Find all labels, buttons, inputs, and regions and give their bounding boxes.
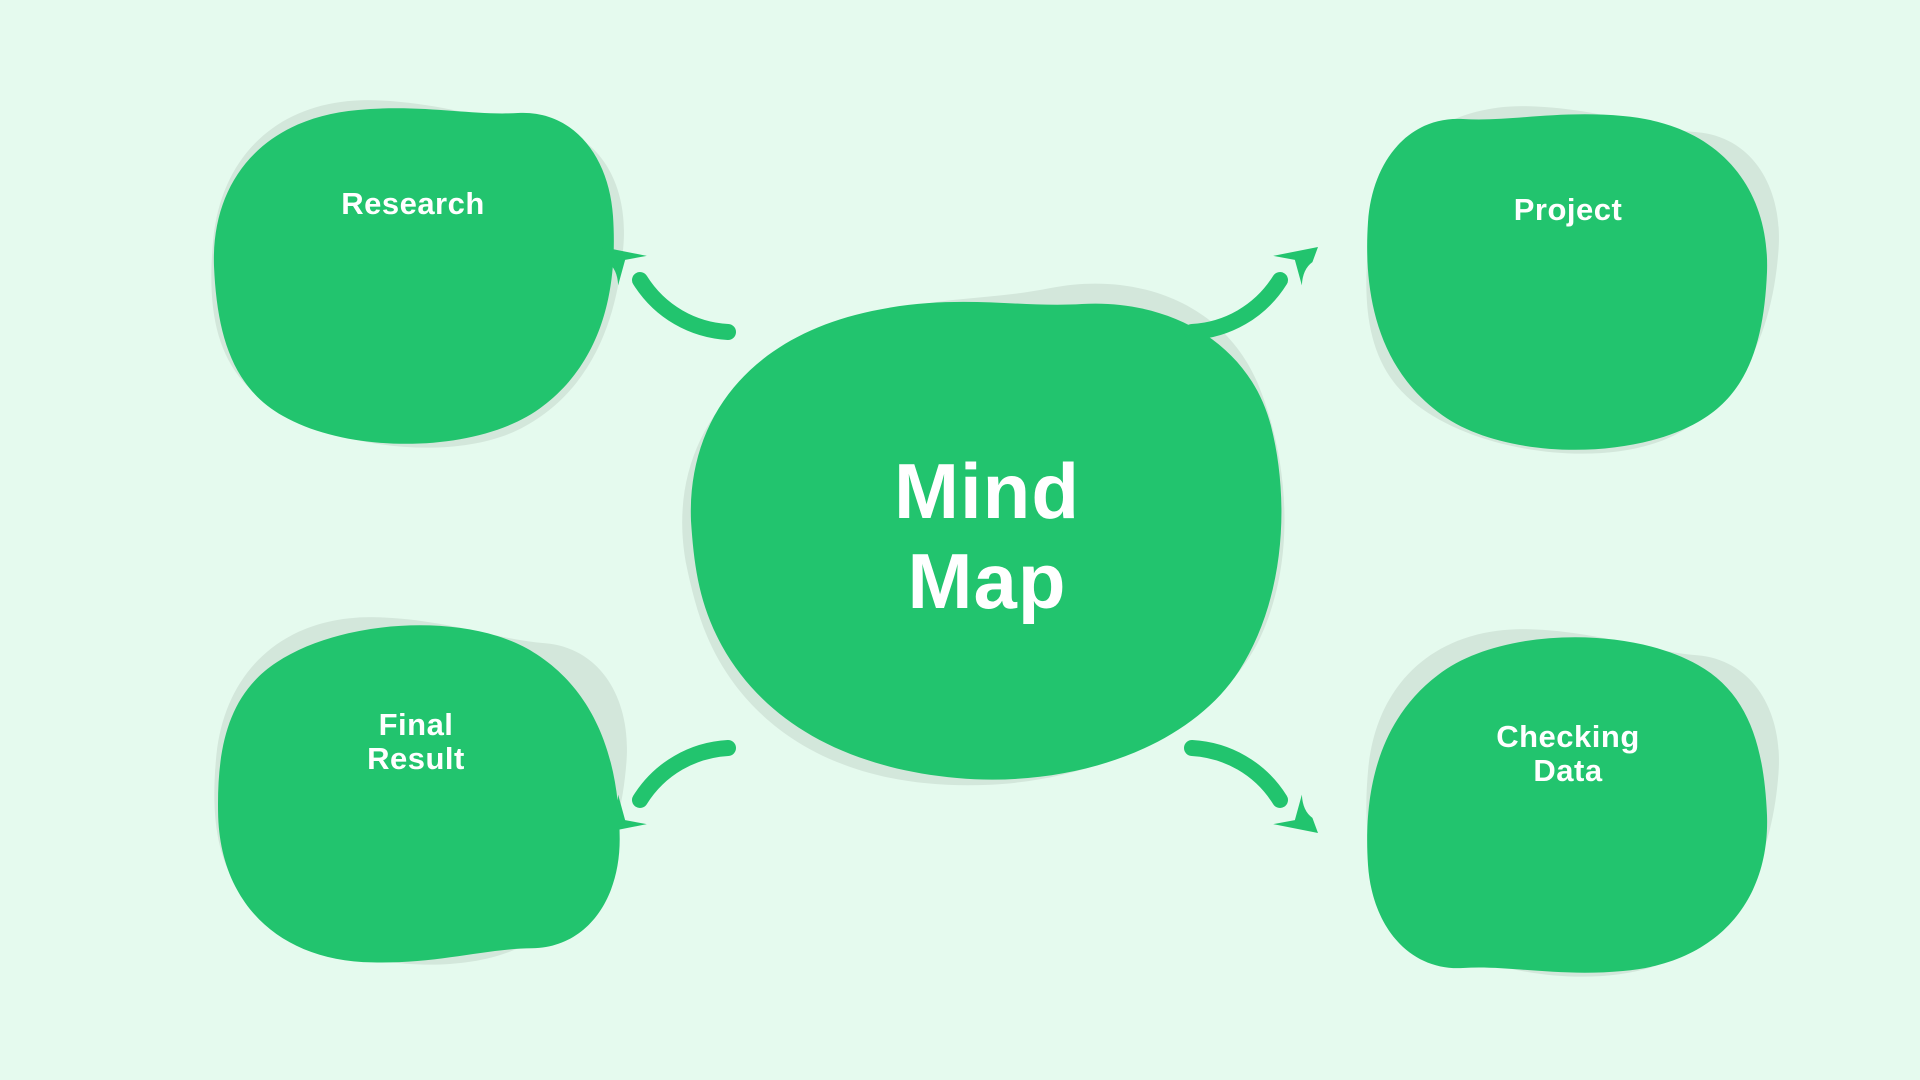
final-result-label-line1: Final: [379, 707, 454, 742]
research-label: Research: [341, 186, 485, 221]
project-blob: [1367, 114, 1768, 450]
mind-map-label-line2: Map: [908, 537, 1067, 625]
final-result-label-line2: Result: [367, 741, 465, 776]
checking-data-blob: [1367, 637, 1768, 973]
project-label: Project: [1514, 192, 1623, 227]
node-mind-map: Mind Map: [654, 257, 1319, 825]
node-final-result: Final Result: [191, 595, 643, 992]
node-checking-data: Checking Data: [1343, 607, 1795, 1004]
node-research: Research: [188, 78, 640, 475]
curved-arrow-down-right-icon: [1192, 748, 1330, 850]
checking-data-label-line2: Data: [1533, 753, 1602, 788]
mind-map-label-line1: Mind: [894, 447, 1080, 535]
checking-data-label-line1: Checking: [1496, 719, 1640, 754]
research-blob: [213, 108, 614, 444]
node-project: Project: [1343, 84, 1795, 481]
curved-arrow-up-right-icon: [1192, 230, 1330, 332]
